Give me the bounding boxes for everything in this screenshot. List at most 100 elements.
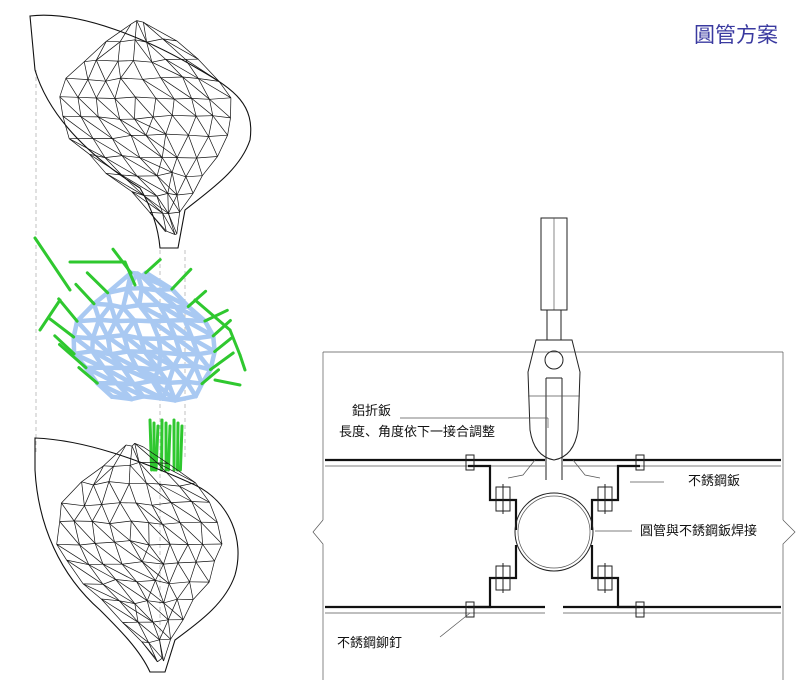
mesh-edge bbox=[103, 465, 114, 467]
mesh-edge bbox=[155, 563, 164, 581]
mesh-edge bbox=[196, 157, 203, 176]
mesh-edge bbox=[157, 657, 163, 663]
mesh-edge bbox=[143, 21, 163, 40]
mesh-edge bbox=[167, 619, 171, 640]
mesh-edge bbox=[129, 540, 143, 562]
mesh-edge bbox=[163, 639, 171, 662]
mesh-edge bbox=[79, 543, 96, 546]
mesh-edge bbox=[179, 485, 210, 503]
mesh-edge bbox=[95, 81, 107, 99]
green-member bbox=[203, 308, 229, 323]
mesh-edge bbox=[104, 157, 122, 176]
mesh-edge bbox=[83, 61, 89, 80]
green-member bbox=[123, 260, 137, 287]
rivet-top-right bbox=[635, 454, 645, 471]
mesh-edge bbox=[122, 622, 143, 643]
mesh-edge bbox=[182, 76, 192, 99]
mesh-edge bbox=[162, 213, 176, 235]
label-folded-plate: 鋁折鈑 bbox=[352, 404, 391, 419]
mesh-edge bbox=[212, 115, 231, 119]
mesh-edge bbox=[125, 444, 133, 447]
mesh-edge bbox=[73, 520, 80, 546]
mesh-edge bbox=[165, 59, 199, 79]
mesh-edge bbox=[115, 579, 137, 583]
mesh-edge bbox=[212, 115, 228, 136]
mesh-edge bbox=[121, 174, 145, 196]
mesh-edge bbox=[112, 135, 132, 139]
mesh-edge bbox=[62, 115, 82, 118]
mesh-edge bbox=[136, 502, 153, 506]
mesh-edge bbox=[146, 41, 166, 60]
mesh-edge bbox=[105, 81, 116, 99]
mesh-edge bbox=[148, 522, 163, 525]
mesh-edge bbox=[163, 602, 169, 620]
mesh-edge bbox=[176, 599, 184, 620]
mesh-edge bbox=[134, 442, 144, 448]
mesh-edge bbox=[171, 98, 175, 116]
mesh-edge bbox=[134, 118, 166, 135]
blue-tube bbox=[105, 270, 134, 296]
mesh-edge bbox=[148, 642, 163, 659]
mesh-edge bbox=[159, 619, 169, 640]
mesh-edge bbox=[97, 116, 113, 139]
blue-tube bbox=[120, 286, 130, 310]
blue-tube bbox=[171, 364, 189, 384]
mesh-edge bbox=[171, 502, 202, 523]
mesh-edge bbox=[162, 38, 199, 60]
green-member bbox=[57, 297, 79, 323]
panel-lines bbox=[325, 458, 781, 614]
bolt-lower-left bbox=[495, 563, 511, 593]
mesh-edge bbox=[173, 98, 197, 117]
mesh-edge bbox=[135, 502, 163, 525]
mesh-edge bbox=[195, 560, 215, 563]
blue-tube bbox=[135, 271, 145, 291]
mesh-edge bbox=[142, 77, 161, 80]
mesh-edge bbox=[77, 97, 99, 118]
mesh-edge bbox=[136, 581, 164, 604]
mesh-edge bbox=[91, 504, 103, 522]
blue-tube bbox=[186, 304, 208, 324]
mesh-edge bbox=[133, 39, 136, 61]
rivet-bottom-left bbox=[465, 601, 475, 618]
mesh-edge bbox=[80, 116, 113, 139]
green-member bbox=[213, 378, 242, 387]
mesh-edge bbox=[189, 581, 194, 600]
mesh-edge bbox=[162, 522, 181, 525]
page-title: 圓管方案 bbox=[694, 23, 778, 47]
mesh-edge bbox=[81, 481, 85, 506]
mesh-edge bbox=[66, 559, 89, 566]
blue-tube bbox=[125, 286, 142, 308]
mesh-edge bbox=[93, 484, 103, 505]
mesh-edge bbox=[171, 172, 187, 178]
mesh-edge bbox=[95, 60, 107, 82]
mesh-edge bbox=[133, 60, 152, 63]
mesh-edge bbox=[167, 193, 169, 214]
mesh-edge bbox=[122, 561, 143, 565]
mesh-edge bbox=[163, 564, 170, 584]
mesh-edge bbox=[162, 38, 177, 42]
green-member bbox=[176, 421, 180, 472]
blue-tube bbox=[193, 381, 205, 399]
rod-neck bbox=[546, 309, 562, 341]
mesh-edge bbox=[196, 156, 218, 159]
blue-tube bbox=[196, 349, 217, 357]
mesh-edge bbox=[198, 78, 232, 99]
mesh-edge bbox=[83, 41, 107, 62]
mesh-edge bbox=[104, 155, 123, 158]
blue-tube bbox=[166, 380, 178, 403]
mesh-top-outline bbox=[29, 14, 252, 249]
mesh-edge bbox=[145, 116, 154, 136]
clevis-pin bbox=[544, 350, 564, 370]
mesh-edge bbox=[158, 483, 172, 503]
mesh-edge bbox=[146, 482, 159, 485]
mesh-edge bbox=[98, 116, 120, 120]
mesh-edge bbox=[146, 600, 154, 623]
mesh-edge bbox=[134, 603, 139, 623]
mesh-edge bbox=[121, 155, 138, 177]
mesh-edge bbox=[77, 97, 82, 117]
mesh-bottom-triangles bbox=[56, 442, 223, 663]
mesh-edge bbox=[171, 157, 178, 173]
mesh-edge bbox=[169, 543, 179, 564]
mesh-edge bbox=[195, 115, 209, 137]
mesh-edge bbox=[141, 561, 156, 581]
